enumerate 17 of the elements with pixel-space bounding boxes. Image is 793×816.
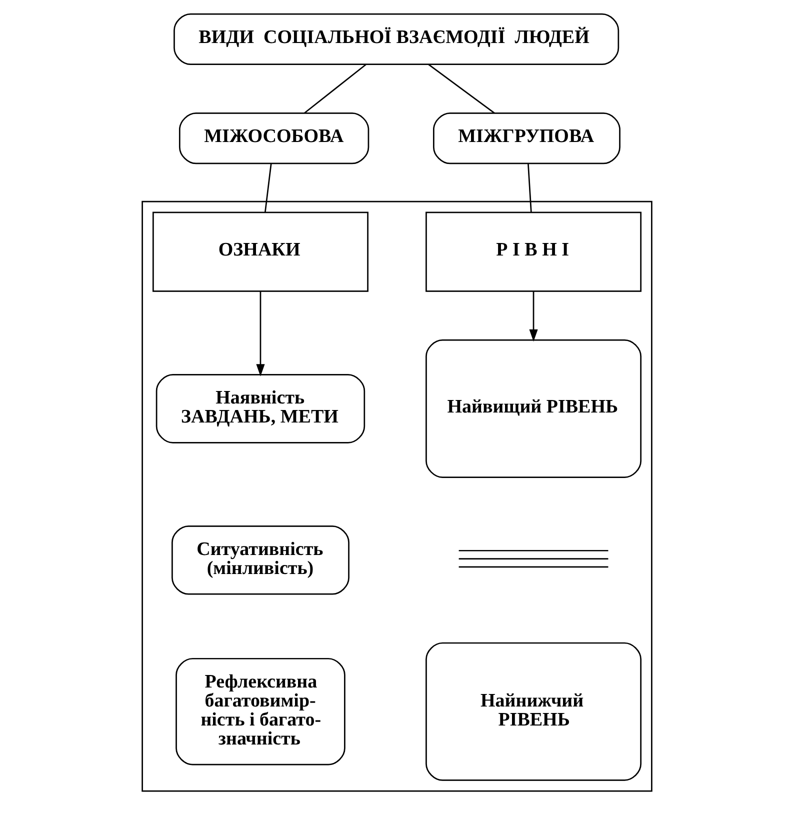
node-box: Р І В Н І xyxy=(425,212,641,292)
connector xyxy=(428,64,494,114)
node-box: МІЖГРУПОВА xyxy=(432,112,620,164)
arrow xyxy=(528,291,538,342)
arrow xyxy=(256,291,264,376)
connector xyxy=(303,64,366,114)
node-box: Найвищий РІВЕНЬ xyxy=(425,339,641,478)
node-box: ВИДИ СОЦІАЛЬНОЇ ВЗАЄМОДІЇ ЛЮДЕЙ xyxy=(173,13,619,65)
cluster xyxy=(141,200,652,792)
node-box: Ситуативність (мінливість) xyxy=(171,526,349,595)
connector xyxy=(264,164,272,212)
node-box: Найнижчий РІВЕНЬ xyxy=(425,642,641,781)
node-box: ОЗНАКИ xyxy=(152,212,368,292)
connector xyxy=(527,164,532,212)
node-box: Рефлексивна багатовимір- ність і багато- значність xyxy=(175,658,345,766)
node-box: МІЖОСОБОВА xyxy=(178,112,369,164)
node-box: Наявність ЗАВДАНЬ, МЕТИ xyxy=(155,374,365,444)
